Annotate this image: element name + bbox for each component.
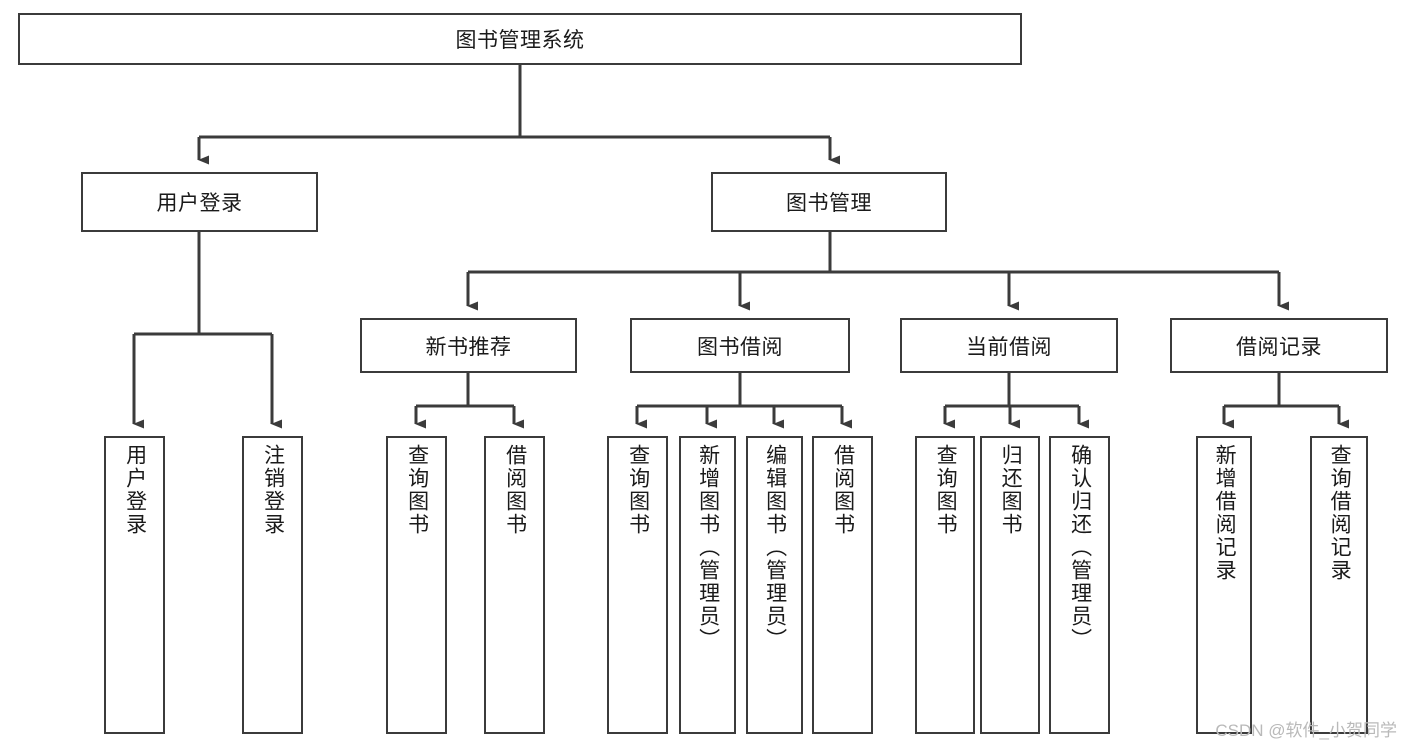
node-label: 图书管理 bbox=[786, 192, 872, 215]
node-label: 用户登录 bbox=[156, 192, 243, 215]
leaf-label: 借阅图书 bbox=[503, 444, 527, 536]
node-root-label: 图书管理系统 bbox=[455, 29, 585, 52]
connectors-level2-booksmgmt bbox=[466, 232, 1289, 311]
leaf-查询图书[interactable]: 查询图书 bbox=[386, 436, 447, 734]
node-借阅记录[interactable]: 借阅记录 bbox=[1170, 318, 1388, 373]
leaf-用户登录[interactable]: 用户登录 bbox=[104, 436, 165, 734]
leaf-label: 查询借阅记录 bbox=[1328, 444, 1352, 582]
node-root[interactable]: 图书管理系统 bbox=[18, 13, 1022, 65]
leaf-label: 新增借阅记录 bbox=[1213, 444, 1237, 582]
leaf-label: 查询图书 bbox=[934, 444, 958, 536]
leaf-确认归还管理员[interactable]: 确认归还（管理员） bbox=[1049, 436, 1110, 734]
node-label: 新书推荐 bbox=[425, 335, 512, 359]
node-新书推荐[interactable]: 新书推荐 bbox=[360, 318, 577, 373]
node-图书管理[interactable]: 图书管理 bbox=[711, 172, 947, 232]
connectors-borrow-leaves bbox=[635, 373, 852, 429]
connectors-current-leaves bbox=[943, 373, 1089, 429]
leaf-label: 注销登录 bbox=[261, 444, 285, 536]
node-label: 当前借阅 bbox=[966, 335, 1052, 359]
node-label: 图书借阅 bbox=[697, 335, 783, 359]
leaf-注销登录[interactable]: 注销登录 bbox=[242, 436, 303, 734]
node-当前借阅[interactable]: 当前借阅 bbox=[900, 318, 1118, 373]
node-图书借阅[interactable]: 图书借阅 bbox=[630, 318, 850, 373]
leaf-label: 借阅图书 bbox=[831, 444, 855, 536]
connectors-root bbox=[197, 65, 840, 165]
leaf-label: 编辑图书（管理员） bbox=[763, 444, 787, 651]
leaf-借阅图书[interactable]: 借阅图书 bbox=[812, 436, 873, 734]
node-label: 借阅记录 bbox=[1236, 335, 1322, 359]
leaf-查询图书[interactable]: 查询图书 bbox=[915, 436, 975, 734]
connectors-records-leaves bbox=[1222, 373, 1349, 429]
leaf-新增借阅记录[interactable]: 新增借阅记录 bbox=[1196, 436, 1252, 734]
leaf-label: 新增图书（管理员） bbox=[696, 444, 720, 651]
leaf-label: 查询图书 bbox=[405, 444, 429, 536]
leaf-label: 用户登录 bbox=[123, 444, 147, 536]
node-用户登录[interactable]: 用户登录 bbox=[81, 172, 318, 232]
leaf-编辑图书管理员[interactable]: 编辑图书（管理员） bbox=[746, 436, 803, 734]
leaf-查询借阅记录[interactable]: 查询借阅记录 bbox=[1310, 436, 1368, 734]
connectors-newbooks-leaves bbox=[414, 373, 524, 429]
leaf-归还图书[interactable]: 归还图书 bbox=[980, 436, 1040, 734]
leaf-label: 查询图书 bbox=[626, 444, 650, 536]
leaf-查询图书[interactable]: 查询图书 bbox=[607, 436, 668, 734]
connectors-login-leaves bbox=[132, 232, 282, 429]
leaf-新增图书管理员[interactable]: 新增图书（管理员） bbox=[679, 436, 736, 734]
leaf-借阅图书[interactable]: 借阅图书 bbox=[484, 436, 545, 734]
leaf-label: 归还图书 bbox=[999, 444, 1023, 536]
leaf-label: 确认归还（管理员） bbox=[1068, 444, 1092, 651]
